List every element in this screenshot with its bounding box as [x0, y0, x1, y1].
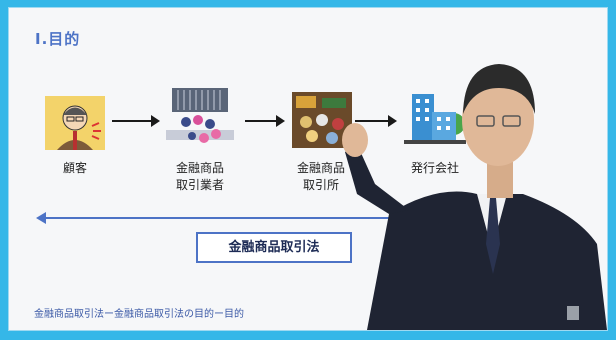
actor-label-customer: 顧客	[62, 161, 87, 175]
actor-label-dealer: 金融商品 取引業者	[175, 161, 224, 192]
slide: Ⅰ.目的 顧客	[8, 7, 608, 331]
arrow-customer-to-dealer	[112, 115, 160, 127]
trading-floor-icon	[166, 88, 234, 150]
actor-label-exchange: 金融商品 取引所	[296, 161, 345, 192]
regulation-arrow	[36, 212, 435, 224]
breadcrumb: 金融商品取引法ー金融商品取引法の目的ー目的	[34, 309, 244, 320]
company-building-icon	[404, 90, 466, 148]
exchange-icon	[292, 92, 352, 148]
law-label-box: 金融商品取引法	[196, 232, 352, 263]
arrow-exchange-to-issuer	[355, 115, 397, 127]
actor-label-issuer: 発行会社	[410, 161, 459, 175]
slide-title: Ⅰ.目的	[35, 30, 81, 48]
presenter-image	[327, 44, 607, 330]
arrow-dealer-to-exchange	[245, 115, 285, 127]
customer-icon	[45, 96, 105, 150]
